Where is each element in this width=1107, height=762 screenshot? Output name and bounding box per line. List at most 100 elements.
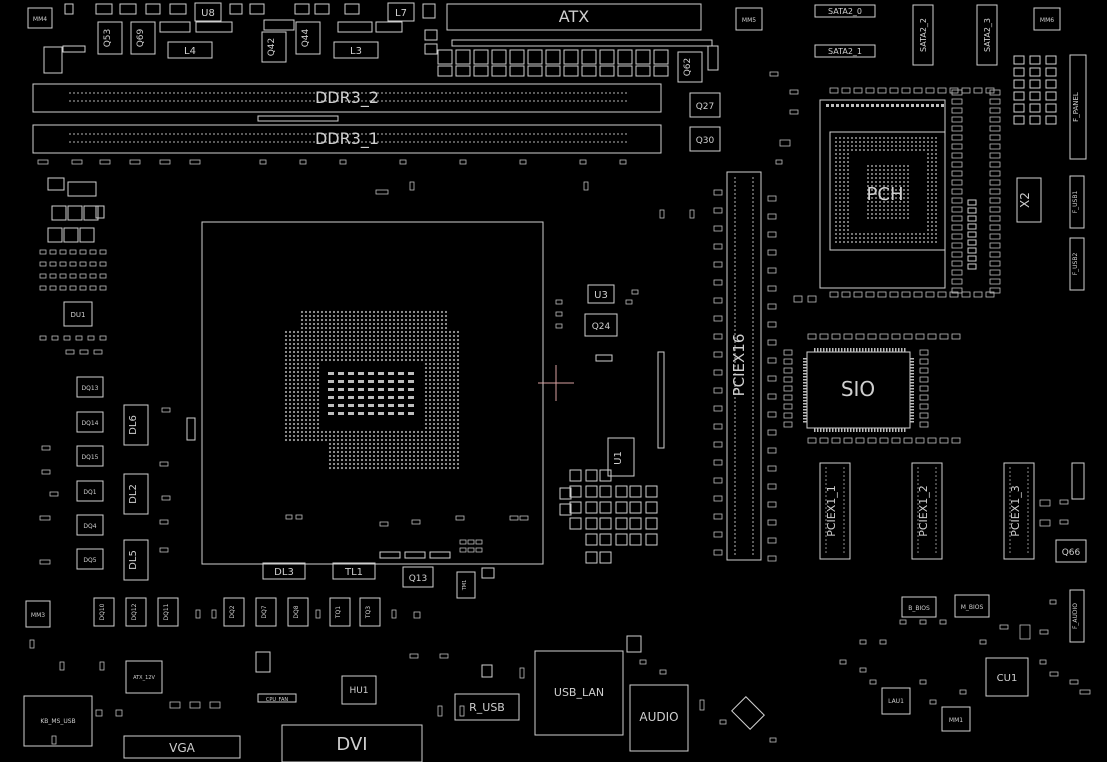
svg-text:PCIEX1_2: PCIEX1_2 (917, 485, 930, 537)
svg-text:PCIEX1_1: PCIEX1_1 (825, 485, 838, 537)
svg-text:MM6: MM6 (1040, 17, 1054, 24)
q66-transistor: Q66 (1055, 539, 1087, 563)
cu1-chip: CU1 (985, 657, 1029, 697)
svg-text:SATA2_2: SATA2_2 (919, 18, 928, 52)
l3-inductor: L3 (333, 41, 379, 59)
svg-text:R_USB: R_USB (469, 701, 505, 714)
mm2-mount (731, 696, 765, 730)
dl2-inductor: DL2 (123, 473, 149, 515)
svg-text:SATA2_0: SATA2_0 (828, 7, 862, 16)
svg-text:F_USB1: F_USB1 (1072, 191, 1079, 214)
svg-text:Q53: Q53 (103, 29, 113, 48)
vga-connector: VGA (123, 735, 241, 759)
svg-text:DL2: DL2 (128, 484, 139, 504)
mm4-mount: MM4 (27, 7, 53, 29)
f-audio-header: F_AUDIO (1069, 589, 1085, 643)
svg-text:CU1: CU1 (997, 673, 1018, 684)
mm1-mount: MM1 (941, 706, 971, 732)
svg-text:ATX: ATX (559, 7, 589, 26)
mm6-mount: MM6 (1033, 7, 1061, 31)
small-passive-components (29, 71, 1091, 745)
svg-text:LAU1: LAU1 (888, 698, 904, 705)
svg-text:DL3: DL3 (274, 567, 294, 578)
svg-text:Q62: Q62 (683, 58, 693, 77)
pciex1-2-slot: PCIEX1_2 (911, 462, 943, 560)
svg-text:DVI: DVI (336, 734, 367, 755)
atx-capacitor-grid (437, 39, 713, 77)
q24-transistor: Q24 (584, 313, 618, 337)
sata2-2-connector: SATA2_2 (912, 4, 934, 66)
q44-transistor: Q44 (295, 21, 321, 55)
svg-text:DU1: DU1 (71, 311, 86, 319)
svg-text:TL1: TL1 (344, 567, 363, 578)
svg-text:Q24: Q24 (592, 322, 611, 332)
svg-text:MM4: MM4 (33, 16, 47, 23)
u1-chip: U1 (607, 437, 635, 477)
usb-lan-connector: USB_LAN (534, 650, 624, 736)
u4-chip (43, 46, 63, 74)
svg-text:DQ4: DQ4 (83, 523, 96, 530)
left-vrm-components (47, 177, 105, 243)
svg-text:MM3: MM3 (31, 612, 45, 619)
sio-chip: SIO (803, 348, 914, 432)
svg-text:F_PANEL: F_PANEL (1072, 92, 1080, 122)
svg-text:HU1: HU1 (349, 686, 368, 696)
q27-transistor: Q27 (689, 92, 721, 118)
svg-text:DQ1: DQ1 (83, 489, 96, 496)
svg-text:USB_LAN: USB_LAN (554, 686, 604, 699)
svg-text:M_BIOS: M_BIOS (961, 604, 984, 611)
sata2-3-connector: SATA2_3 (976, 4, 998, 66)
tm1-component: TM1 (456, 571, 476, 599)
svg-text:Q42: Q42 (267, 38, 277, 57)
dl5-inductor: DL5 (123, 539, 149, 581)
f-usb2-header: F_USB2 (1069, 237, 1085, 291)
pch-chip: PCH (819, 99, 946, 289)
svg-text:Q66: Q66 (1062, 548, 1081, 558)
svg-text:U3: U3 (594, 290, 608, 301)
du1-chip: DU1 (63, 301, 93, 327)
dq4-transistor: DQ4 (76, 514, 104, 536)
svg-text:U1: U1 (613, 451, 624, 465)
lau1-chip: LAU1 (881, 687, 911, 715)
svg-text:F_USB2: F_USB2 (1072, 253, 1079, 276)
svg-text:PCIEX16: PCIEX16 (730, 334, 748, 397)
dq15-transistor: DQ15 (76, 445, 104, 467)
dq14-transistor: DQ14 (76, 411, 104, 433)
pch-side-components (829, 55, 1057, 298)
svg-text:DL6: DL6 (128, 415, 139, 435)
svg-text:TM1: TM1 (462, 580, 468, 592)
x2-crystal: X2 (1016, 177, 1042, 223)
svg-text:PCH: PCH (867, 184, 904, 205)
crosshair-cursor (538, 365, 574, 401)
svg-text:DQ14: DQ14 (82, 420, 99, 427)
svg-text:DQ12: DQ12 (131, 603, 138, 620)
svg-text:TQ1: TQ1 (335, 606, 342, 619)
svg-text:MM1: MM1 (949, 717, 963, 724)
pciex1-1-slot: PCIEX1_1 (819, 462, 851, 560)
svg-text:L3: L3 (350, 46, 362, 57)
svg-text:DQ11: DQ11 (163, 603, 170, 620)
q13-transistor: Q13 (402, 566, 434, 588)
svg-text:VGA: VGA (169, 741, 196, 755)
svg-text:SATA2_3: SATA2_3 (983, 18, 992, 52)
sata2-1-connector: SATA2_1 (814, 44, 876, 58)
svg-text:DL5: DL5 (128, 550, 139, 570)
u3-chip: U3 (587, 284, 615, 304)
svg-text:SIO: SIO (841, 377, 875, 401)
dq1-transistor: DQ1 (76, 480, 104, 502)
bottom-dq-row: DQ10 DQ12 DQ11 DQ2 DQ7 DQ8 TQ1 TQ3 (93, 597, 381, 627)
mm3-mount: MM3 (25, 600, 51, 628)
svg-text:Q69: Q69 (136, 28, 146, 47)
cpu-fan-header: CPU_FAN (257, 693, 297, 703)
atx-connector: ATX (446, 3, 702, 31)
cpu-socket (201, 221, 544, 565)
f-usb1-header: F_USB1 (1069, 175, 1085, 229)
svg-text:DQ2: DQ2 (229, 605, 236, 618)
mm5-mount: MM5 (735, 7, 763, 31)
u8-chip: U8 (194, 2, 222, 22)
svg-text:F_AUDIO: F_AUDIO (1072, 603, 1079, 629)
tl1-inductor: TL1 (332, 562, 376, 580)
m-bios-chip: M_BIOS (954, 594, 990, 618)
svg-text:DQ13: DQ13 (82, 385, 99, 392)
sio-side-components (783, 333, 961, 444)
